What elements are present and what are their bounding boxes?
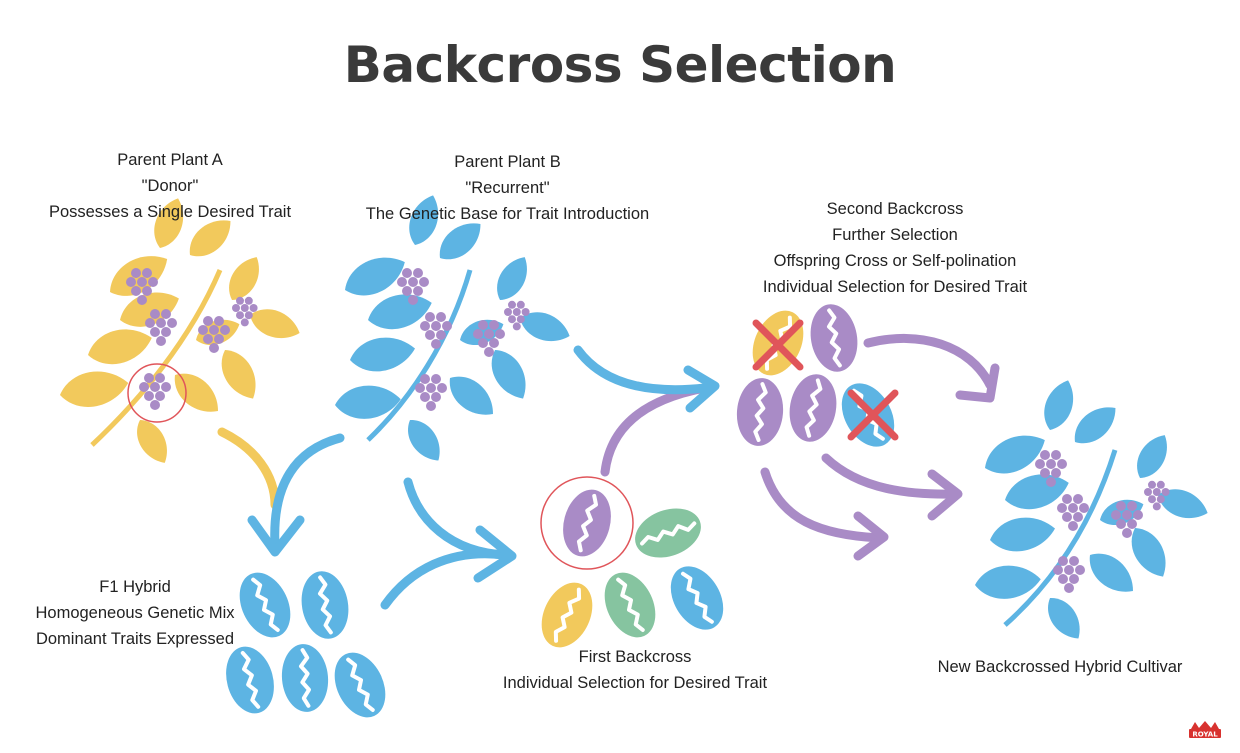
label-line: First Backcross	[578, 648, 692, 666]
label-line: Parent Plant B	[454, 153, 561, 171]
label-line: "Donor"	[141, 177, 199, 195]
crown-logo-icon: ROYAL	[1189, 721, 1221, 739]
label-line: Further Selection	[832, 226, 958, 244]
arrows-to-new-cultivar	[760, 333, 1000, 561]
new-cultivar-label: New Backcrossed Hybrid Cultivar	[910, 654, 1210, 680]
first-backcross-beans	[529, 476, 736, 658]
label-line: Individual Selection for Desired Trait	[762, 278, 1028, 296]
first-backcross-label: First Backcross Individual Selection for…	[480, 644, 790, 696]
selected-bean-highlight	[540, 476, 634, 570]
label-line: Offspring Cross or Self-polination	[773, 252, 1017, 270]
arrows-to-second-backcross	[573, 345, 720, 477]
label-line: Individual Selection for Desired Trait	[502, 674, 768, 692]
label-line: F1 Hybrid	[99, 578, 171, 596]
second-backcross-beans	[732, 298, 907, 458]
label-line: Possesses a Single Desired Trait	[48, 203, 292, 221]
label-line: "Recurrent"	[465, 179, 550, 197]
page-title: Backcross Selection	[343, 36, 897, 94]
parent-plant-b-illustration	[333, 190, 575, 468]
f1-hybrid-label: F1 Hybrid Homogeneous Genetic Mix Domina…	[20, 574, 250, 652]
logo-text: ROYAL	[1192, 731, 1218, 739]
parent-plant-a-label: Parent Plant A "Donor" Possesses a Singl…	[20, 147, 320, 225]
label-line: New Backcrossed Hybrid Cultivar	[937, 658, 1183, 676]
parent-plant-a-illustration	[56, 193, 305, 470]
label-line: Dominant Traits Expressed	[35, 630, 235, 648]
second-backcross-label: Second Backcross Further Selection Offsp…	[740, 196, 1050, 300]
desired-trait-highlight	[127, 363, 187, 423]
arrows-to-first-backcross	[380, 477, 517, 610]
label-line: Second Backcross	[826, 200, 964, 218]
label-line: The Genetic Base for Trait Introduction	[365, 205, 650, 223]
new-cultivar-illustration	[973, 375, 1213, 646]
label-line: Homogeneous Genetic Mix	[35, 604, 235, 622]
label-line: Parent Plant A	[117, 151, 223, 169]
parent-plant-b-label: Parent Plant B "Recurrent" The Genetic B…	[340, 149, 675, 227]
arrows-parents-to-f1	[217, 427, 345, 557]
